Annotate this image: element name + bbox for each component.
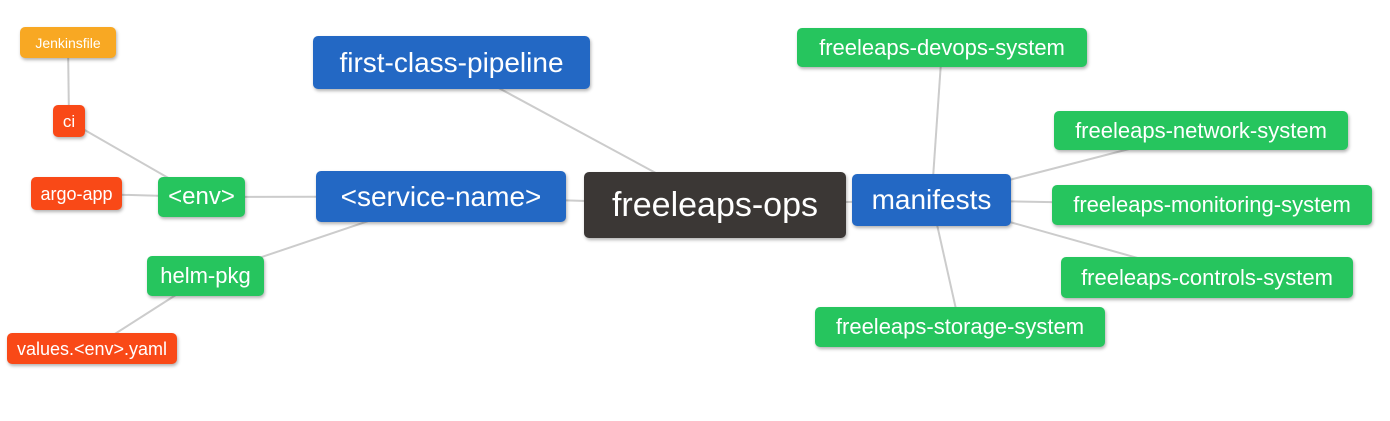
- node-values-env-yaml[interactable]: values.<env>.yaml: [7, 333, 177, 364]
- node-service-name[interactable]: <service-name>: [316, 171, 566, 222]
- node-freeleaps-ops[interactable]: freeleaps-ops: [584, 172, 846, 238]
- node-ci[interactable]: ci: [53, 105, 85, 137]
- node-manifests[interactable]: manifests: [852, 174, 1011, 226]
- node-env[interactable]: <env>: [158, 177, 245, 217]
- node-freeleaps-controls-system[interactable]: freeleaps-controls-system: [1061, 257, 1353, 298]
- node-freeleaps-devops-system[interactable]: freeleaps-devops-system: [797, 28, 1087, 67]
- node-freeleaps-storage-system[interactable]: freeleaps-storage-system: [815, 307, 1105, 347]
- node-helm-pkg[interactable]: helm-pkg: [147, 256, 264, 296]
- node-freeleaps-monitoring-system[interactable]: freeleaps-monitoring-system: [1052, 185, 1372, 225]
- node-argo-app[interactable]: argo-app: [31, 177, 122, 210]
- node-first-class-pipeline[interactable]: first-class-pipeline: [313, 36, 590, 89]
- node-freeleaps-network-system[interactable]: freeleaps-network-system: [1054, 111, 1348, 150]
- node-jenkinsfile[interactable]: Jenkinsfile: [20, 27, 116, 58]
